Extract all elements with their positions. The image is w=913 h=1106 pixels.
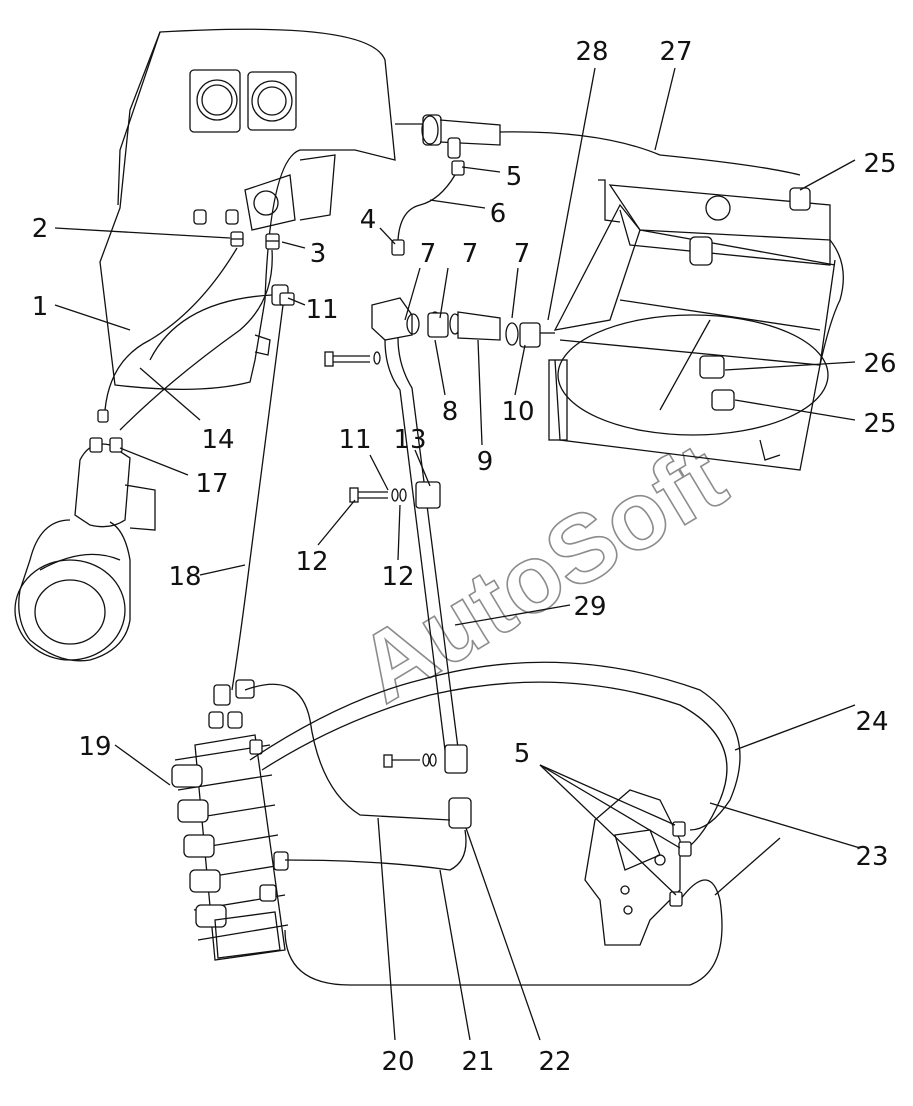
breather-tube-27 [395, 114, 801, 176]
engine-hood [99, 28, 396, 390]
hydraulic-tank [14, 409, 156, 662]
callout-4: 4 [360, 205, 377, 235]
hose-20 [244, 683, 451, 821]
callout-25b: 25 [863, 409, 896, 439]
callout-16: 14 [201, 425, 234, 455]
hose-23 [284, 879, 723, 986]
callout-21: 21 [461, 1047, 494, 1077]
callout-29: 29 [573, 592, 606, 622]
hose-24b [261, 681, 728, 851]
callout-19: 19 [78, 732, 111, 762]
fitting-3 [265, 233, 280, 250]
fitting-5-top [451, 160, 465, 176]
callout-26: 26 [863, 349, 896, 379]
hose-6 [397, 174, 456, 241]
callout-7c: 7 [514, 239, 531, 269]
callout-6: 6 [490, 199, 507, 229]
callout-25a: 25 [863, 149, 896, 179]
hydraulic-motor [584, 789, 692, 946]
callout-5b: 5 [514, 739, 531, 769]
control-valve-bank [171, 679, 289, 961]
tee-fitting-11 [271, 284, 295, 306]
callout-23: 23 [855, 842, 888, 872]
hose-24 [249, 661, 741, 831]
callout-12: 12 [295, 547, 328, 577]
callout-9: 9 [477, 447, 494, 477]
hose-21 [284, 829, 467, 871]
callout-11: 11 [305, 295, 338, 325]
callout-22: 22 [538, 1047, 571, 1077]
callout-8: 8 [442, 397, 459, 427]
callout-10: 10 [501, 397, 534, 427]
callout-15: 13 [393, 425, 426, 455]
callout-28: 28 [575, 37, 608, 67]
inline-pipe-assembly [371, 297, 555, 829]
callout-7b: 7 [462, 239, 479, 269]
callout-13: 11 [338, 425, 371, 455]
callout-7a: 7 [420, 239, 437, 269]
callout-labels: 2 3 1 14 4 5 6 11 17 18 7 7 7 8 9 10 11 … [32, 37, 897, 1077]
tee-22 [448, 797, 472, 829]
oil-cooler [548, 179, 844, 471]
leader-lines [54, 67, 861, 1041]
callout-5a: 5 [506, 162, 523, 192]
fitting-2 [230, 231, 244, 247]
callout-18: 18 [168, 562, 201, 592]
callout-14: 12 [381, 562, 414, 592]
callout-2: 2 [32, 214, 49, 244]
callout-24: 24 [855, 707, 888, 737]
callout-17: 17 [195, 469, 228, 499]
callout-3: 3 [310, 239, 327, 269]
callout-27: 27 [659, 37, 692, 67]
callout-20: 20 [381, 1047, 414, 1077]
callout-1: 1 [32, 292, 49, 322]
bolt-set [324, 351, 437, 768]
